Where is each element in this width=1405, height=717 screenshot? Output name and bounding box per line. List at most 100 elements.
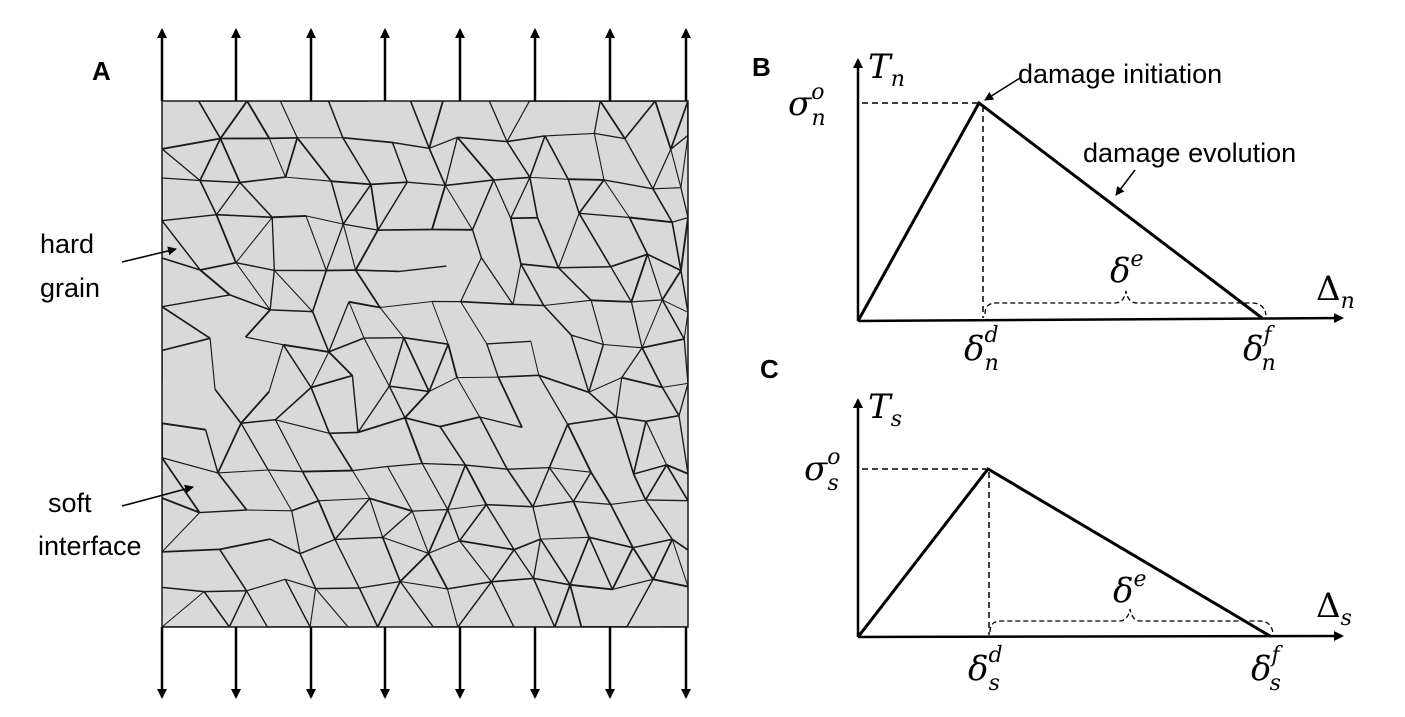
b-traction-separation-curve	[856, 100, 1263, 322]
grain-boundary-segment	[665, 464, 688, 502]
grain-boundary-segment	[683, 338, 688, 384]
grain-boundary-segment	[507, 466, 550, 470]
grain-boundary-segment	[268, 344, 284, 392]
grain-boundary-segment	[348, 300, 381, 309]
grain-boundary-segment	[388, 337, 405, 387]
grain-boundary-segment	[641, 299, 663, 349]
grain-boundary-segment	[506, 101, 531, 142]
hard-grain-pointer-arrow	[121, 246, 177, 263]
grain-boundary-segment	[633, 464, 667, 475]
grain-boundary-segment	[661, 387, 680, 417]
grain-boundary-segment	[239, 176, 286, 184]
grain-boundary-segment	[301, 471, 320, 502]
grain-boundary-segment	[678, 415, 688, 474]
grain-boundary-segment	[235, 262, 271, 311]
grain-boundary-segment	[647, 253, 682, 272]
grain-boundary-segment	[387, 466, 413, 512]
grain-boundary-segment	[485, 504, 515, 551]
grain-boundary-segment	[268, 469, 303, 473]
grain-boundary-segment	[245, 336, 284, 346]
grain-boundary-segment	[621, 347, 643, 378]
grain-boundary-segment	[532, 578, 556, 627]
hard-grain-label-line2: grain	[40, 273, 100, 303]
grain-boundary-segment	[654, 101, 672, 150]
grain-boundary-segment	[578, 212, 612, 268]
grain-boundary-segment	[291, 510, 301, 554]
grain-boundary-segment	[427, 509, 449, 554]
grain-boundary-segment	[630, 301, 643, 348]
b-elastic-range-brace	[984, 290, 1267, 316]
grain-boundary-segment	[465, 464, 508, 470]
grain-boundary-segment	[363, 337, 390, 387]
grain-boundary-segment	[369, 497, 413, 513]
grain-boundary-segment	[273, 270, 313, 312]
grain-boundary-segment	[381, 537, 401, 582]
grain-boundary-segment	[285, 578, 316, 590]
grain-boundary-segment	[162, 148, 201, 181]
grain-boundary-segment	[566, 423, 592, 473]
grain-boundary-segment	[612, 578, 654, 590]
grain-boundary-segment	[460, 301, 488, 345]
grain-boundary-segment	[399, 552, 430, 583]
grain-boundary-segment	[246, 590, 268, 627]
grain-boundary-segment	[343, 223, 379, 231]
grain-boundary-segment	[403, 336, 449, 345]
grain-boundary-segment	[447, 343, 458, 378]
panel-b-label: B	[752, 52, 771, 82]
grain-boundary-segment	[529, 176, 569, 180]
grain-boundary-segment	[274, 419, 304, 472]
grain-boundary-segment	[348, 301, 365, 339]
grain-boundary-segment	[331, 180, 371, 186]
grain-boundary-segment	[626, 578, 654, 627]
grain-boundary-segment	[328, 351, 354, 377]
grain-boundary-segment	[354, 229, 379, 271]
grain-boundary-segment	[382, 510, 413, 538]
grain-boundary-segment	[457, 581, 492, 627]
grain-boundary-segment	[456, 136, 495, 181]
grain-boundary-segment	[162, 512, 200, 553]
grain-boundary-segment	[447, 504, 487, 511]
grain-boundary-segment	[570, 334, 590, 393]
grain-boundary-segment	[588, 377, 622, 393]
grain-boundary-segment	[680, 135, 688, 188]
grain-boundary-segment	[328, 301, 350, 353]
grain-boundary-segment	[355, 269, 400, 273]
grain-boundary-segment	[267, 469, 293, 512]
grain-boundary-segment	[457, 136, 508, 143]
grain-boundary-segment	[652, 188, 673, 223]
grain-boundary-segment	[439, 426, 467, 466]
grain-boundary-segment	[498, 374, 539, 378]
grain-boundary-segment	[334, 539, 360, 589]
grain-boundary-segment	[538, 374, 590, 394]
grain-boundary-segment	[509, 218, 522, 265]
grain-boundary-segment	[631, 299, 663, 303]
grain-boundary-segment	[269, 270, 275, 310]
grain-boundary-segment	[538, 374, 569, 425]
grain-boundary-segment	[532, 467, 551, 508]
grain-boundary-segment	[214, 388, 242, 424]
grain-boundary-segment	[271, 217, 275, 271]
grain-boundary-segment	[302, 469, 353, 473]
grain-boundary-segment	[567, 178, 580, 214]
grain-boundary-segment	[593, 133, 605, 181]
grain-boundary-segment	[409, 101, 430, 149]
grain-boundary-segment	[162, 305, 211, 340]
grain-boundary-segment	[284, 578, 311, 627]
grain-boundary-segment	[215, 214, 237, 264]
grain-boundary-segment	[513, 549, 535, 579]
grain-boundary-segment	[661, 270, 682, 301]
grain-boundary-segment	[342, 136, 393, 144]
grain-boundary-segment	[569, 583, 613, 591]
grain-boundary-segment	[680, 187, 688, 218]
grain-boundary-segment	[671, 539, 688, 587]
grain-boundary-segment	[510, 177, 531, 219]
grain-boundary-segment	[641, 338, 685, 349]
grain-boundary-segment	[632, 473, 647, 501]
grain-boundary-segment	[379, 307, 405, 339]
grain-boundary-segment	[446, 464, 467, 510]
grain-boundary-segment	[680, 270, 688, 313]
grain-boundary-segment	[557, 267, 592, 301]
grain-boundary-segment	[446, 588, 459, 627]
